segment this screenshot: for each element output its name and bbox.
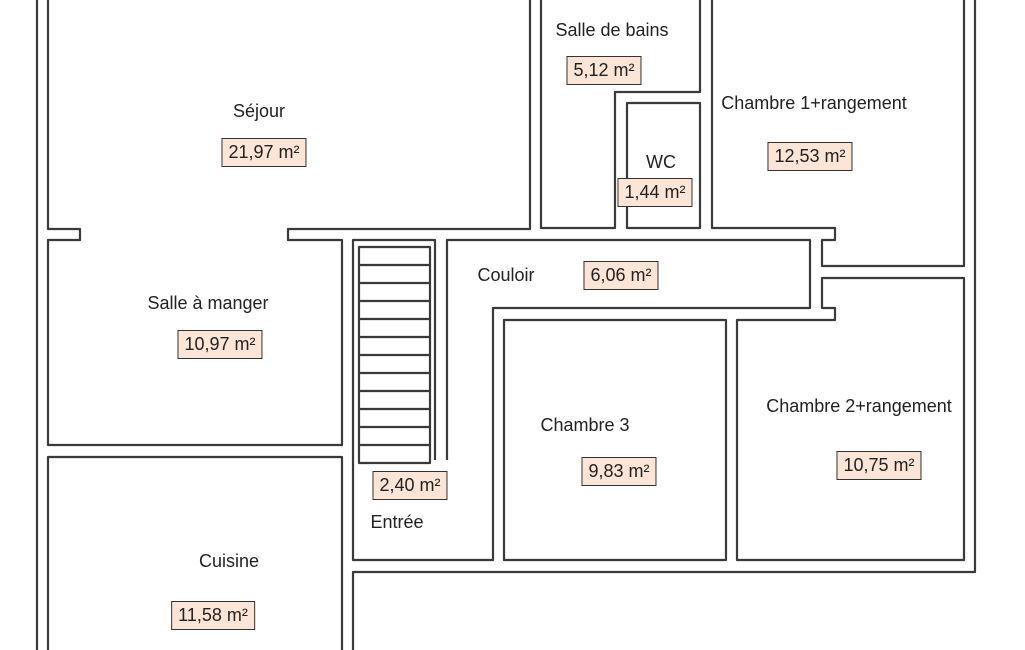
room-name-salle-de-bains: Salle de bains — [555, 20, 669, 40]
outer-wall-right — [351, 0, 977, 650]
room-name-salle-a-manger: Salle à manger — [147, 293, 269, 313]
chambre2-walls — [735, 276, 966, 562]
room-area-cuisine: 11,58 m² — [171, 601, 255, 630]
room-area-salle-a-manger: 10,97 m² — [177, 330, 263, 359]
salle-de-bains-walls — [539, 0, 702, 230]
room-name-sejour: Séjour — [232, 101, 286, 121]
room-area-sejour: 21,97 m² — [221, 138, 307, 167]
wc-walls — [625, 101, 702, 230]
couloir-entree-walls — [351, 238, 812, 562]
chambre3-walls — [502, 318, 728, 562]
room-name-couloir: Couloir — [477, 265, 535, 285]
room-area-chambre1: 12,53 m² — [767, 142, 853, 171]
room-area-entree: 2,40 m² — [372, 471, 448, 500]
room-name-cuisine: Cuisine — [198, 551, 260, 571]
room-name-chambre2: Chambre 2+rangement — [766, 396, 952, 416]
room-area-salle-de-bains: 5,12 m² — [566, 56, 642, 85]
sejour-salle-a-manger-walls — [46, 0, 532, 447]
room-name-chambre3: Chambre 3 — [540, 415, 630, 435]
room-area-chambre2: 10,75 m² — [836, 451, 922, 480]
room-area-wc: 1,44 m² — [617, 178, 693, 207]
cuisine-walls — [46, 455, 344, 650]
room-area-chambre3: 9,83 m² — [581, 457, 657, 486]
room-name-entree: Entrée — [370, 512, 424, 532]
room-area-couloir: 6,06 m² — [583, 261, 659, 290]
staircase — [357, 245, 432, 465]
room-name-wc: WC — [646, 152, 676, 172]
room-name-chambre1: Chambre 1+rangement — [721, 93, 907, 113]
chambre1-walls — [710, 0, 966, 268]
